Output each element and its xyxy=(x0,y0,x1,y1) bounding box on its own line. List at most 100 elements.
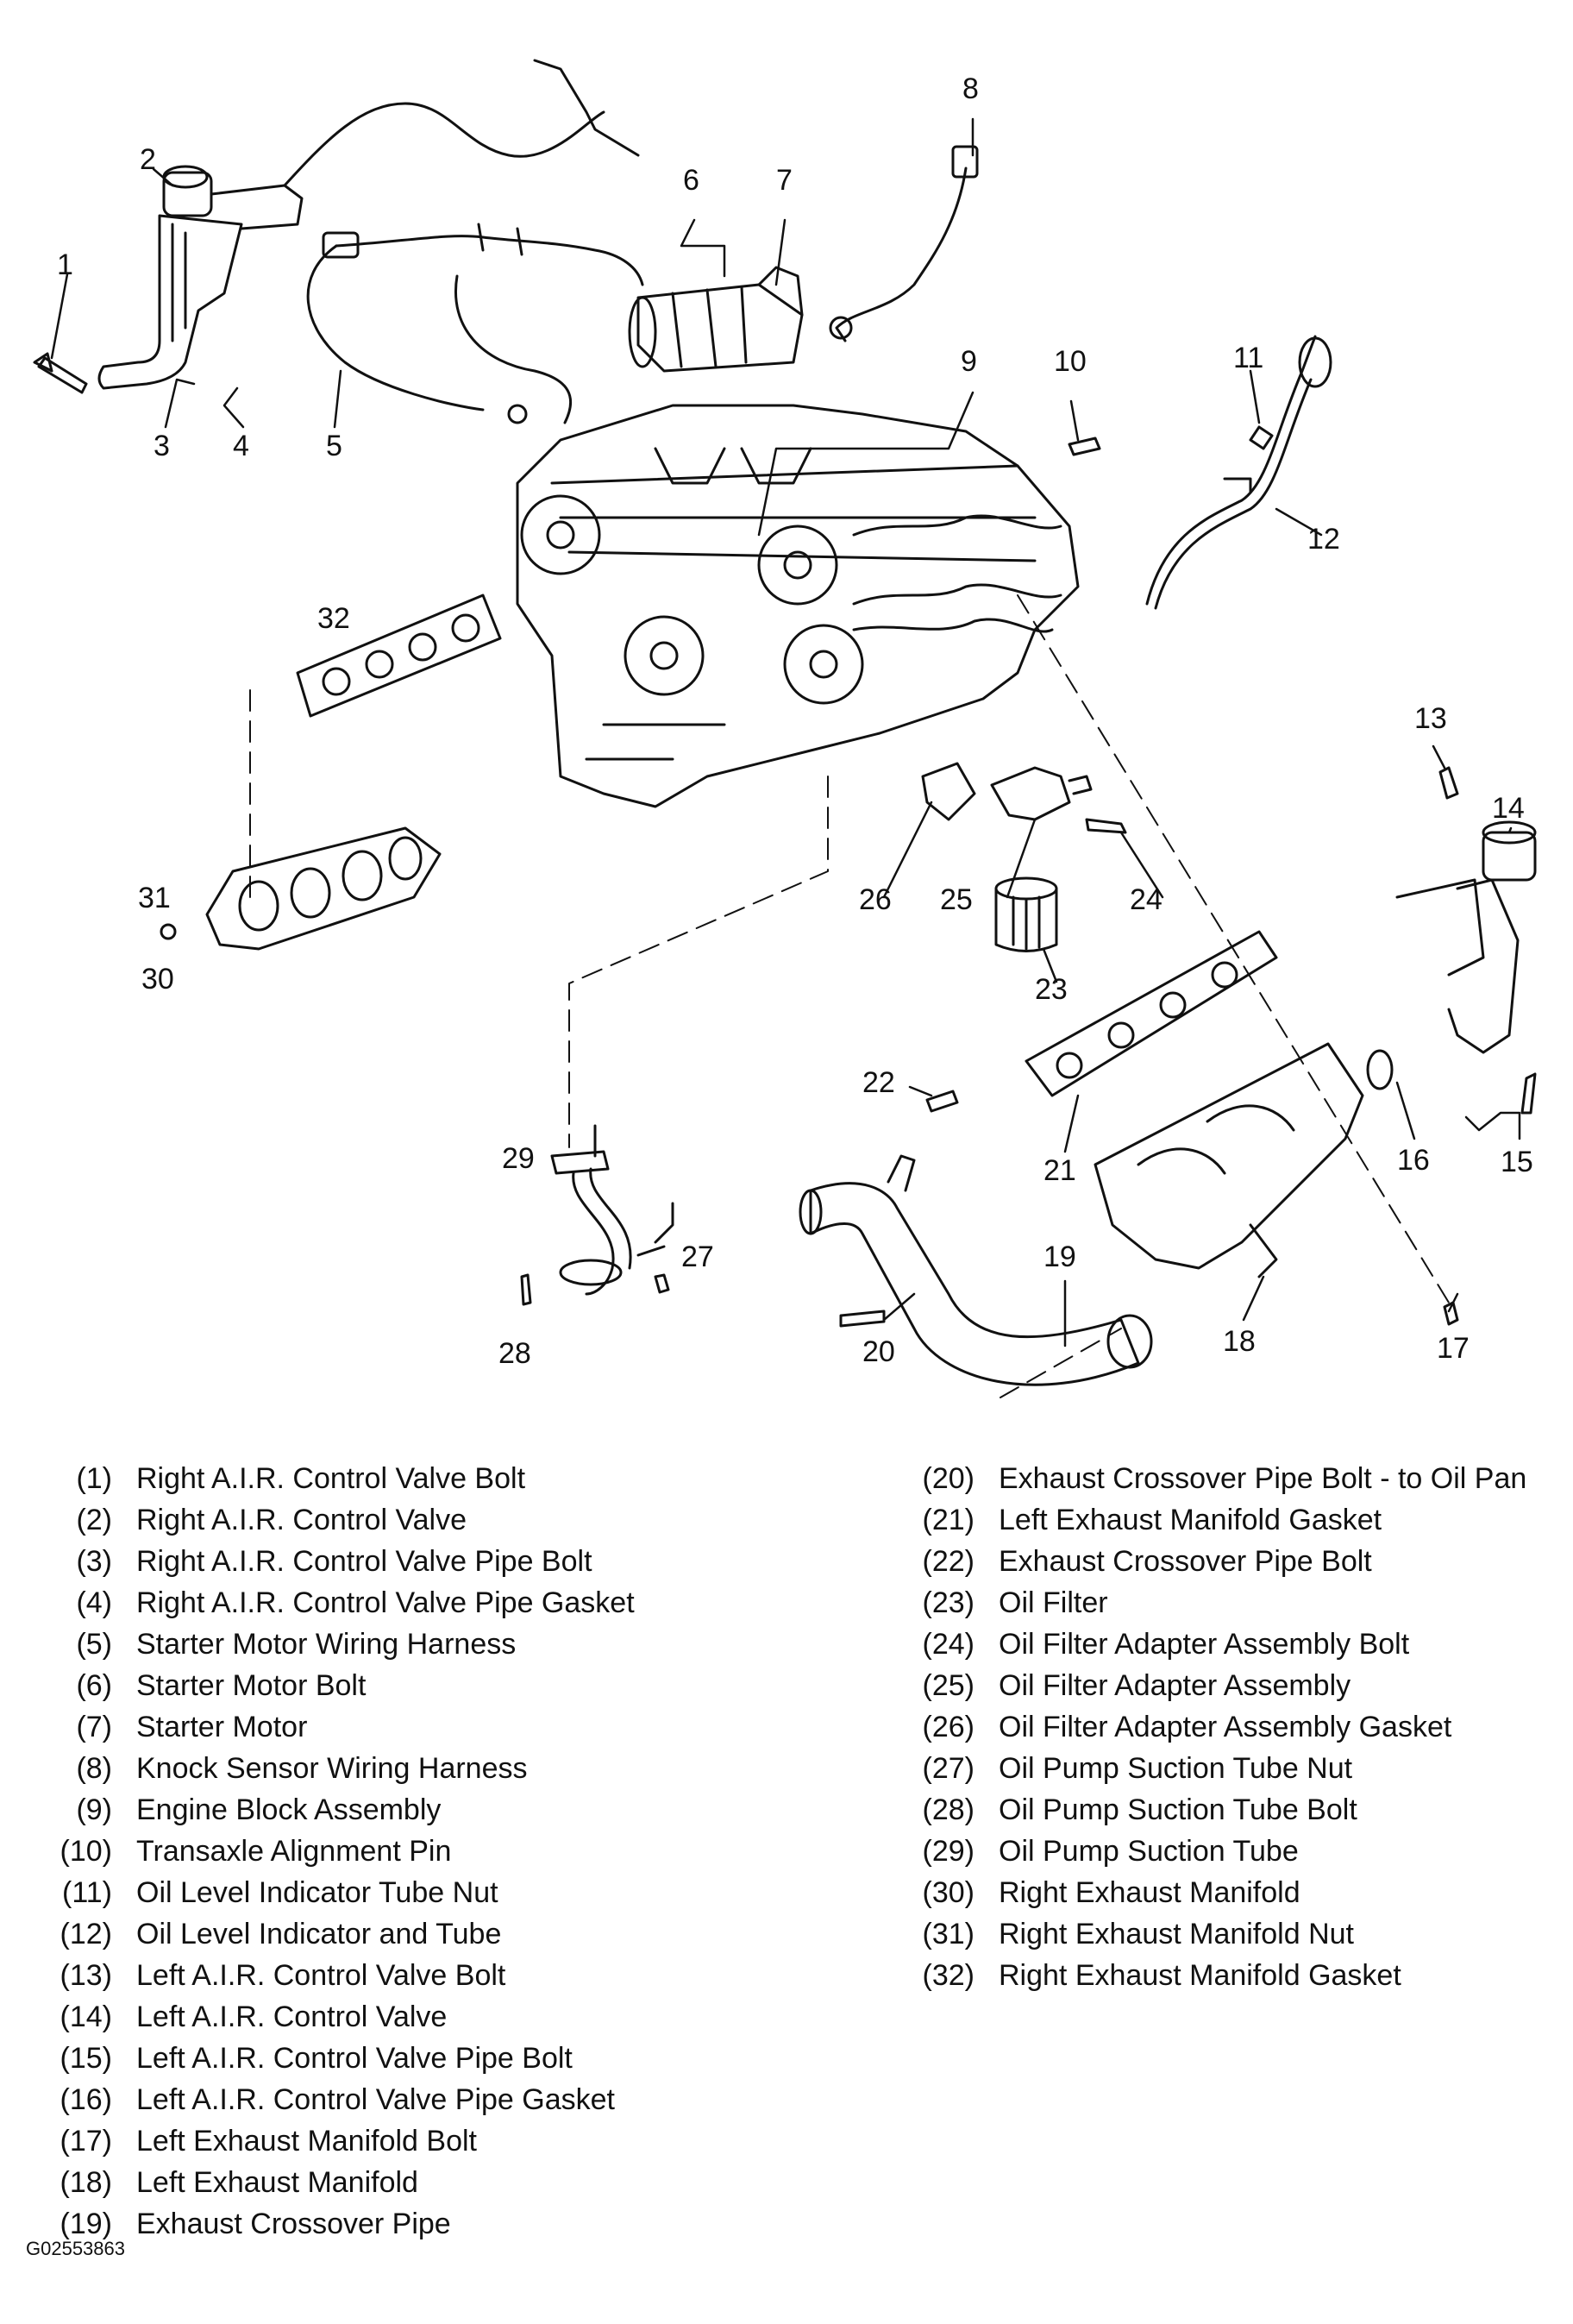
legend-item: (5)Starter Motor Wiring Harness xyxy=(26,1624,635,1665)
legend-item-label: Left A.I.R. Control Valve Bolt xyxy=(136,1959,506,1992)
legend-item-number: (2) xyxy=(76,1504,112,1536)
legend-item-label: Left Exhaust Manifold Gasket xyxy=(999,1504,1382,1536)
figure-id: G02553863 xyxy=(26,2238,125,2259)
legend-item-number: (28) xyxy=(922,1793,975,1826)
legend-item: (26)Oil Filter Adapter Assembly Gasket xyxy=(888,1706,1526,1748)
legend-item-label: Left A.I.R. Control Valve xyxy=(136,2001,448,2033)
legend-item-number: (6) xyxy=(76,1669,112,1702)
legend-item: (12)Oil Level Indicator and Tube xyxy=(26,1913,635,1955)
crossover-pipe-bolt-drawing xyxy=(925,1090,959,1113)
callout-26: 26 xyxy=(859,883,892,916)
alignment-pin-drawing xyxy=(1068,437,1101,456)
callout-19: 19 xyxy=(1043,1241,1076,1273)
right-exhaust-nut-drawing xyxy=(160,923,177,940)
legend-item-label: Oil Pump Suction Tube Bolt xyxy=(999,1793,1357,1826)
legend-item: (25) Oil Filter Adapter Assembly xyxy=(888,1665,1526,1706)
left-exhaust-manifold-drawing xyxy=(1094,1042,1364,1278)
legend-item-number: (16) xyxy=(60,2083,112,2116)
legend-item-number: (13) xyxy=(60,1959,112,1992)
callout-23: 23 xyxy=(1035,973,1068,1006)
callout-5: 5 xyxy=(326,430,342,462)
callout-1: 1 xyxy=(57,248,73,281)
callout-25: 25 xyxy=(940,883,973,916)
legend-item-label: Oil Pump Suction Tube xyxy=(999,1835,1299,1868)
legend-item-number: (11) xyxy=(62,1876,112,1909)
callout-28: 28 xyxy=(498,1337,531,1370)
legend-item-label: Oil Level Indicator and Tube xyxy=(136,1918,502,1950)
legend-item: (1) Right A.I.R. Control Valve Bolt xyxy=(26,1458,635,1499)
legend-item-number: (29) xyxy=(922,1835,975,1868)
knock-sensor-harness-drawing xyxy=(829,145,979,342)
legend-item: (32)Right Exhaust Manifold Gasket xyxy=(888,1955,1526,1996)
legend-item: (14) Left A.I.R. Control Valve xyxy=(26,1996,635,2038)
legend-item-label: Left Exhaust Manifold Bolt xyxy=(136,2125,478,2158)
legend-item-number: (1) xyxy=(76,1462,112,1495)
legend-item-label: Exhaust Crossover Pipe Bolt - to Oil Pan xyxy=(999,1462,1527,1495)
legend-item-number: (4) xyxy=(76,1586,112,1619)
callout-16: 16 xyxy=(1397,1144,1430,1177)
legend-item-number: (27) xyxy=(922,1752,975,1785)
legend-item-label: Oil Filter xyxy=(999,1586,1108,1619)
legend-left-column: (1) Right A.I.R. Control Valve Bolt (2)Rig… xyxy=(26,1458,635,2245)
legend-item-label: Oil Level Indicator Tube Nut xyxy=(136,1876,498,1909)
legend-item: (21) Left Exhaust Manifold Gasket xyxy=(888,1499,1526,1541)
oil-pump-suction-tube-drawing xyxy=(520,1124,674,1306)
legend-item-number: (24) xyxy=(922,1628,975,1661)
legend-item-number: (17) xyxy=(60,2125,112,2158)
legend-item: (2)Right A.I.R. Control Valve xyxy=(26,1499,635,1541)
legend-item-number: (23) xyxy=(922,1586,975,1619)
legend-item-label: Oil Filter Adapter Assembly xyxy=(999,1669,1351,1702)
legend-item-label: Oil Pump Suction Tube Nut xyxy=(999,1752,1353,1785)
leader-lines xyxy=(52,119,1521,1347)
starter-wiring-harness-drawing xyxy=(306,223,644,424)
callout-31: 31 xyxy=(138,882,171,914)
legend-item-number: (26) xyxy=(922,1711,975,1743)
callout-13: 13 xyxy=(1414,702,1447,735)
legend-item: (15) Left A.I.R. Control Valve Pipe Bolt xyxy=(26,2038,635,2079)
legend-item-label: Oil Filter Adapter Assembly Bolt xyxy=(999,1628,1410,1661)
legend-item: (3)Right A.I.R. Control Valve Pipe Bolt xyxy=(26,1541,635,1582)
legend-item-number: (18) xyxy=(60,2166,112,2199)
legend-item: (20) Exhaust Crossover Pipe Bolt - to Oil… xyxy=(888,1458,1527,1499)
callout-9: 9 xyxy=(961,345,977,378)
legend-item: (27) Oil Pump Suction Tube Nut xyxy=(888,1748,1526,1789)
callout-12: 12 xyxy=(1307,523,1340,556)
exhaust-crossover-pipe-drawing xyxy=(799,1154,1153,1386)
engine-exploded-diagram xyxy=(0,0,1537,1398)
callout-11: 11 xyxy=(1233,342,1264,374)
right-air-valve-bolt-drawing xyxy=(33,352,88,394)
legend-item: (19)Exhaust Crossover Pipe xyxy=(26,2203,635,2245)
legend-item-number: (15) xyxy=(60,2042,112,2075)
legend-item: (17) Left Exhaust Manifold Bolt xyxy=(26,2120,635,2162)
legend-item-number: (9) xyxy=(76,1793,112,1826)
callout-7: 7 xyxy=(776,164,793,197)
oil-filter-drawing xyxy=(994,876,1058,952)
legend-item: (11) Oil Level Indicator Tube Nut xyxy=(26,1872,635,1913)
legend-item: (16)Left A.I.R. Control Valve Pipe Gaske… xyxy=(26,2079,635,2120)
legend-item-number: (14) xyxy=(60,2001,112,2033)
legend-item-number: (3) xyxy=(76,1545,112,1578)
callout-8: 8 xyxy=(962,72,979,105)
oil-level-indicator-drawing xyxy=(1145,335,1332,610)
callout-6: 6 xyxy=(683,164,699,197)
legend-item: (7)Starter Motor xyxy=(26,1706,635,1748)
callout-4: 4 xyxy=(233,430,249,462)
legend-item-label: Right A.I.R. Control Valve Bolt xyxy=(136,1462,526,1495)
legend-item-label: Engine Block Assembly xyxy=(136,1793,442,1826)
legend-item-label: Starter Motor xyxy=(136,1711,308,1743)
legend-item-label: Left A.I.R. Control Valve Pipe Bolt xyxy=(136,2042,573,2075)
legend-item-label: Knock Sensor Wiring Harness xyxy=(136,1752,528,1785)
callout-15: 15 xyxy=(1501,1146,1533,1178)
alignment-dashes xyxy=(249,594,1450,1398)
legend-item: (29) Oil Pump Suction Tube xyxy=(888,1831,1526,1872)
legend-item-number: (20) xyxy=(922,1462,975,1495)
legend-item: (6) Starter Motor Bolt xyxy=(26,1665,635,1706)
left-exhaust-bolt-drawing xyxy=(1443,1301,1459,1326)
legend-item-number: (30) xyxy=(922,1876,975,1909)
left-air-pipe-gasket-drawing xyxy=(1366,1049,1394,1090)
right-exhaust-manifold-drawing xyxy=(205,826,442,951)
legend-item-number: (25) xyxy=(922,1669,975,1702)
legend-item-label: Starter Motor Bolt xyxy=(136,1669,367,1702)
legend-item-number: (8) xyxy=(76,1752,112,1785)
legend-item-number: (21) xyxy=(922,1504,975,1536)
